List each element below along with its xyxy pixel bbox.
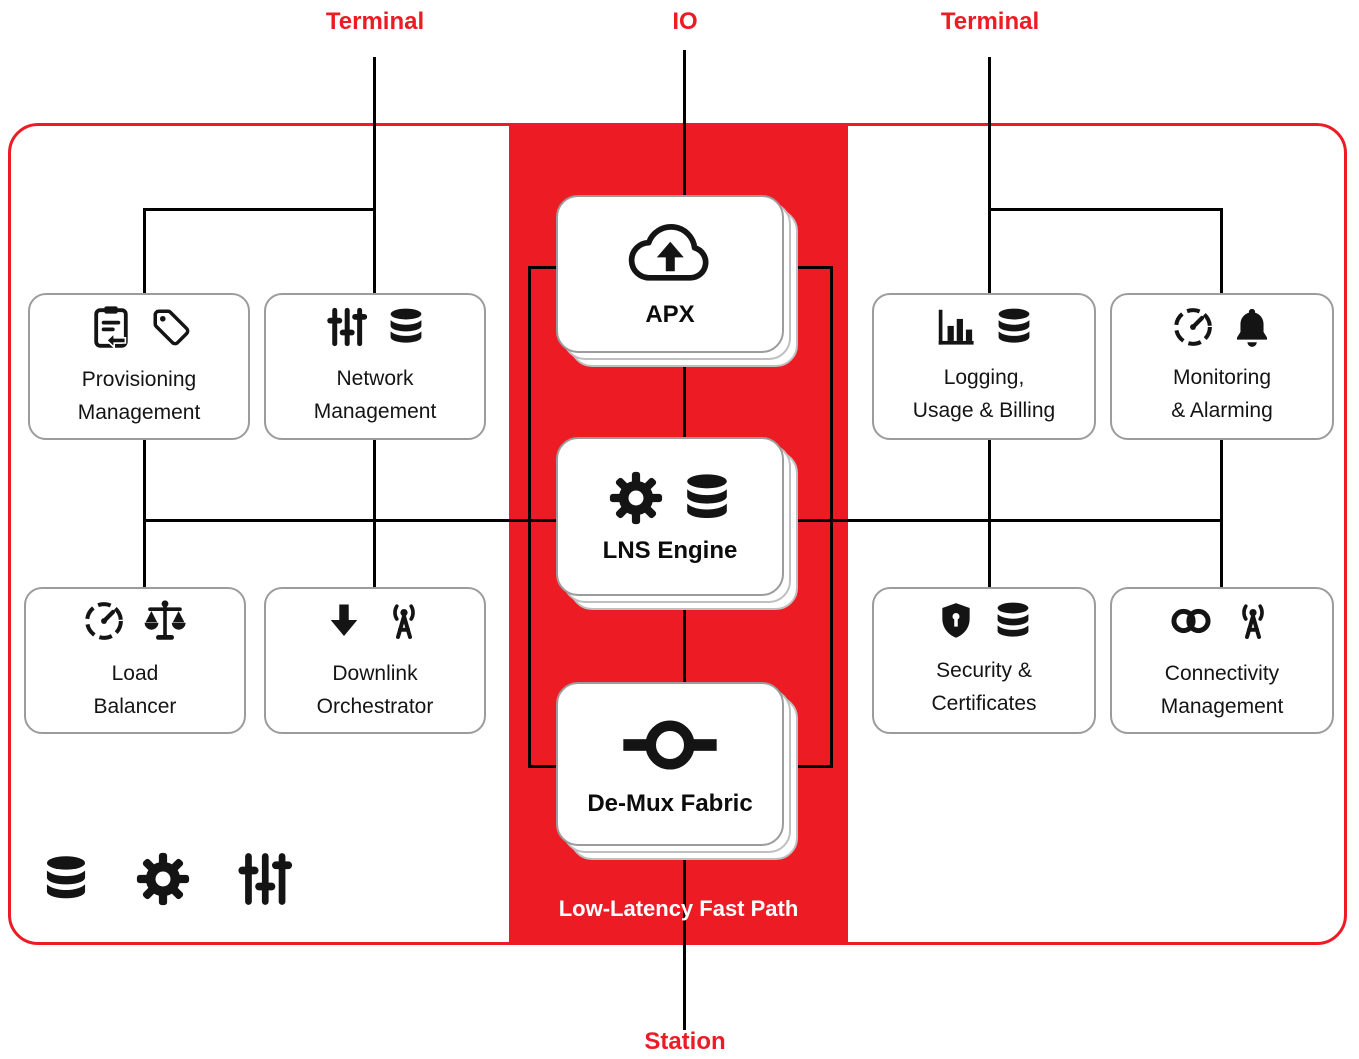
node-label: Connectivity Management xyxy=(1160,662,1284,718)
line-lns-demux-vertical xyxy=(683,596,686,684)
monitoring-icons xyxy=(1171,305,1274,349)
gauge-icon xyxy=(1171,305,1215,349)
node-downlink-orchestrator: Downlink Orchestrator xyxy=(264,587,486,734)
line-right-col1-vertical xyxy=(988,440,991,588)
database-icon xyxy=(680,471,734,525)
database-icon xyxy=(992,600,1034,642)
line-apx-lns-vertical xyxy=(683,351,686,439)
line-terminal-left-vertical xyxy=(373,57,376,293)
terminal-right-label: Terminal xyxy=(940,8,1040,35)
gear-icon xyxy=(134,850,192,908)
antenna-icon xyxy=(380,597,428,645)
logging-icons xyxy=(934,305,1035,349)
line-left-col2-vertical xyxy=(373,440,376,588)
lns-engine-icons xyxy=(607,469,734,527)
scales-icon xyxy=(141,597,189,645)
node-apx: APX xyxy=(556,195,798,367)
line-fastpath-bracket-right xyxy=(830,266,833,768)
node-label: Logging, Usage & Billing xyxy=(912,366,1056,422)
load-balancer-icons xyxy=(82,597,189,645)
terminal-left-label: Terminal xyxy=(325,8,425,35)
legend-icons xyxy=(40,848,296,910)
security-icons xyxy=(935,600,1034,642)
line-left-branch-horizontal xyxy=(143,208,376,211)
node-label: Security & Certificates xyxy=(931,659,1037,715)
fast-path-label: Low-Latency Fast Path xyxy=(558,896,799,921)
node-label: Monitoring & Alarming xyxy=(1171,366,1273,422)
sliders-icon xyxy=(234,848,296,910)
node-security-certificates: Security & Certificates xyxy=(872,587,1096,734)
clipboard-icon xyxy=(87,303,135,351)
gear-icon xyxy=(607,469,665,527)
line-fastpath-bracket-left xyxy=(528,266,531,768)
database-icon xyxy=(993,306,1035,348)
apx-card: APX xyxy=(556,195,784,353)
station-label: Station xyxy=(644,1028,726,1055)
downlink-icons xyxy=(323,597,428,645)
node-label: Downlink Orchestrator xyxy=(316,662,434,718)
node-logging-usage-billing: Logging, Usage & Billing xyxy=(872,293,1096,440)
line-bracket-top-right xyxy=(783,266,833,269)
shield-icon xyxy=(935,600,977,642)
bell-icon xyxy=(1230,305,1274,349)
line-left-branch-vertical xyxy=(143,208,146,293)
connectivity-icons xyxy=(1168,597,1277,645)
network-icons xyxy=(324,304,427,350)
io-label: IO xyxy=(672,8,698,35)
node-load-balancer: Load Balancer xyxy=(24,587,246,734)
node-provisioning-management: Provisioning Management xyxy=(28,293,250,440)
line-main-bus-left xyxy=(143,519,558,522)
line-right-branch-horizontal xyxy=(988,208,1223,211)
line-terminal-right-vertical xyxy=(988,57,991,293)
line-right-branch-vertical xyxy=(1220,208,1223,293)
sliders-icon xyxy=(324,304,370,350)
gauge-icon xyxy=(82,599,126,643)
card-label: LNS Engine xyxy=(602,536,738,564)
node-demux-fabric: De-Mux Fabric xyxy=(556,682,798,860)
card-label: De-Mux Fabric xyxy=(587,790,753,817)
node-monitoring-alarming: Monitoring & Alarming xyxy=(1110,293,1334,440)
download-arrow-icon xyxy=(323,600,365,642)
line-bracket-bottom-left xyxy=(528,765,560,768)
bar-chart-icon xyxy=(934,305,978,349)
provisioning-icons xyxy=(87,303,192,351)
line-io-vertical xyxy=(683,50,686,196)
line-main-bus-right xyxy=(783,519,1223,522)
line-bracket-top-left xyxy=(528,266,560,269)
node-label: Load Balancer xyxy=(93,662,177,718)
node-label: Provisioning Management xyxy=(77,368,201,424)
line-bracket-bottom-right xyxy=(783,765,833,768)
demux-fabric-card: De-Mux Fabric xyxy=(556,682,784,846)
line-left-col1-vertical xyxy=(143,440,146,588)
line-demux-station-vertical xyxy=(683,858,686,1030)
links-icon xyxy=(1168,598,1214,644)
tag-icon xyxy=(150,306,192,348)
node-lns-engine: LNS Engine xyxy=(556,437,798,610)
line-right-col2-vertical xyxy=(1220,440,1223,588)
demux-icon xyxy=(620,710,720,780)
antenna-icon xyxy=(1229,597,1277,645)
database-icon xyxy=(40,853,92,905)
node-connectivity-management: Connectivity Management xyxy=(1110,587,1334,734)
node-label: Network Management xyxy=(313,367,437,423)
cloud-upload-icon xyxy=(622,219,718,291)
card-label: APX xyxy=(645,301,695,328)
node-network-management: Network Management xyxy=(264,293,486,440)
lns-engine-card: LNS Engine xyxy=(556,437,784,596)
database-icon xyxy=(385,306,427,348)
